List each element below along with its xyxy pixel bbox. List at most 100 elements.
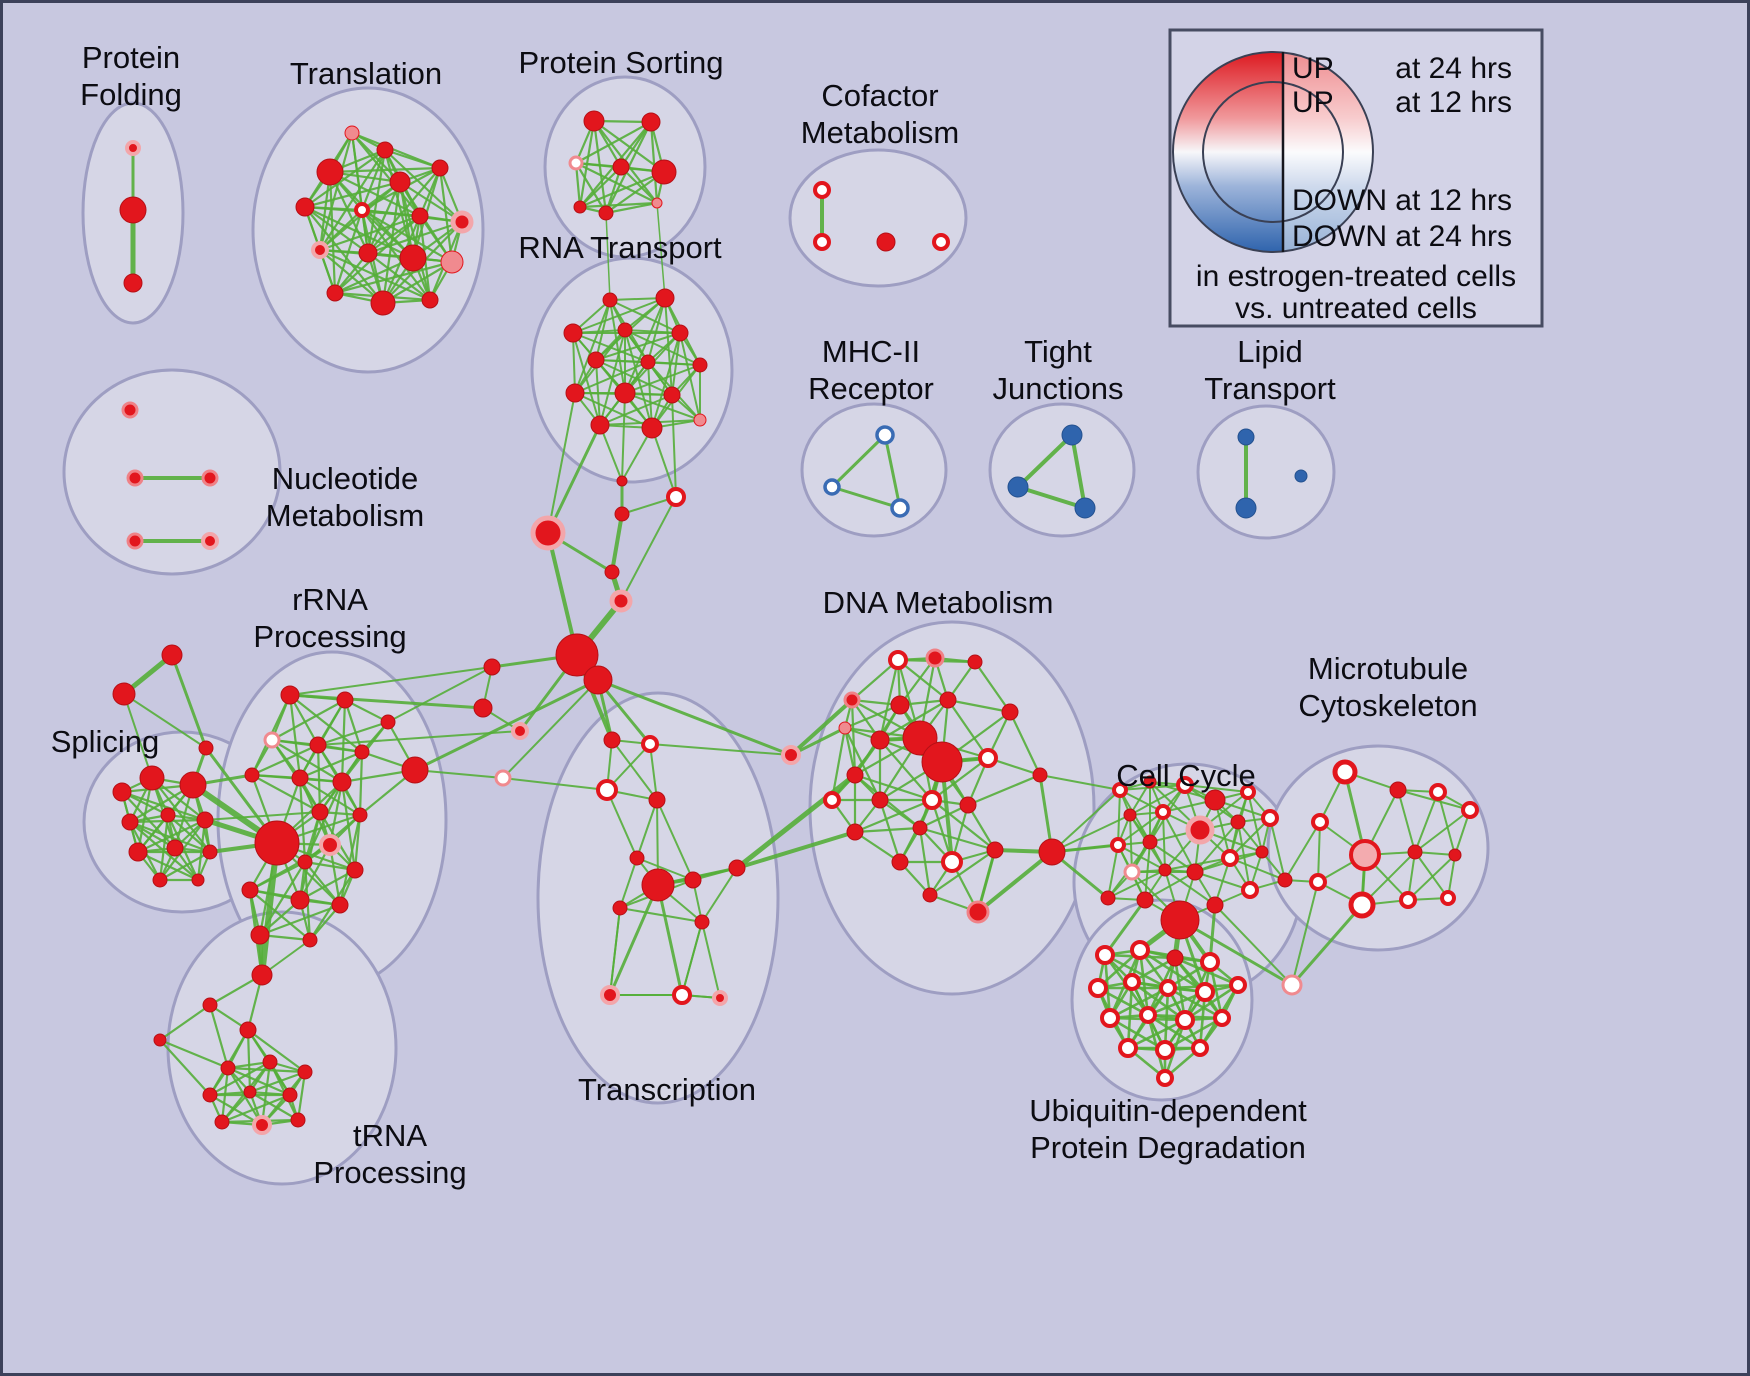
gene-node	[241, 881, 259, 899]
edge	[250, 773, 322, 814]
edge	[316, 720, 390, 747]
gene-node	[1195, 982, 1215, 1002]
gene-node	[598, 205, 614, 221]
gene-node	[838, 721, 852, 735]
gene-node	[332, 772, 352, 792]
gene-node	[421, 291, 439, 309]
cluster-label-microtubule-cytoskeleton: Microtubule	[1308, 651, 1468, 686]
gene-node	[1038, 838, 1066, 866]
edge	[1317, 821, 1321, 883]
gene-node	[1407, 844, 1423, 860]
legend-up-12-time: at 12 hrs	[1395, 86, 1512, 119]
gene-node	[473, 698, 493, 718]
edge	[204, 811, 321, 821]
gene-node	[126, 469, 144, 487]
gene-node	[888, 650, 908, 670]
edge	[1247, 791, 1263, 853]
edge	[649, 743, 658, 801]
gene-node	[202, 844, 218, 860]
edge	[1162, 811, 1166, 871]
edge	[896, 658, 950, 702]
edge	[599, 424, 623, 482]
cluster-label-trna-processing: Processing	[313, 1155, 466, 1190]
edge	[350, 131, 422, 218]
gene-node	[655, 288, 675, 308]
gene-node	[813, 181, 831, 199]
gene-node	[153, 1033, 167, 1047]
gene-node	[354, 202, 370, 218]
gene-node	[1311, 813, 1329, 831]
gene-node	[309, 736, 327, 754]
gene-node	[1332, 759, 1358, 785]
gene-node	[596, 779, 618, 801]
edge	[1229, 817, 1271, 859]
edge	[502, 777, 608, 791]
edge	[624, 329, 681, 334]
gene-node	[1349, 839, 1381, 871]
edge	[966, 803, 997, 852]
edge	[918, 803, 970, 830]
edge	[681, 921, 703, 996]
gene-node	[922, 790, 942, 810]
edge	[883, 433, 902, 510]
edge	[595, 332, 681, 361]
cluster-label-protein-folding: Protein	[82, 40, 180, 75]
edge	[1397, 789, 1416, 853]
gene-node	[251, 964, 273, 986]
gene-node	[1230, 814, 1246, 830]
gene-node	[126, 532, 144, 550]
gene-node	[331, 896, 349, 914]
gene-node	[603, 731, 621, 749]
edge	[358, 750, 364, 817]
edge	[1163, 1016, 1224, 1052]
gene-node	[352, 807, 368, 823]
edge	[438, 166, 454, 264]
gene-node	[978, 748, 998, 768]
gene-node	[602, 292, 618, 308]
edge	[318, 214, 422, 252]
cluster-label-nucleotide-metabolism: Metabolism	[266, 498, 425, 533]
gene-node	[587, 351, 605, 369]
edge	[850, 698, 857, 777]
gene-node	[198, 740, 214, 756]
gene-node	[1123, 808, 1137, 822]
edge	[850, 658, 900, 702]
gene-node	[712, 990, 728, 1006]
gene-node	[112, 682, 136, 706]
gene-node	[870, 730, 890, 750]
edge	[136, 850, 200, 882]
gene-node	[121, 401, 139, 419]
gene-node	[641, 735, 659, 753]
edge	[546, 423, 602, 535]
edge	[610, 512, 624, 574]
edge	[621, 392, 626, 482]
gene-node	[813, 233, 831, 251]
cluster-label-tight-junctions: Tight	[1024, 334, 1092, 369]
cluster-area-rna-transport	[530, 256, 734, 484]
edge	[636, 857, 694, 881]
edge	[735, 830, 857, 870]
cluster-label-nucleotide-metabolism: Nucleotide	[272, 461, 418, 496]
edge	[220, 1093, 292, 1124]
gene-node	[1281, 974, 1303, 996]
gene-node	[440, 250, 464, 274]
gene-node	[376, 141, 394, 159]
edge	[609, 907, 621, 996]
gene-node	[1399, 891, 1417, 909]
gene-node	[1123, 973, 1141, 991]
edge	[208, 1060, 272, 1097]
edge	[1407, 854, 1456, 901]
gene-node	[1074, 497, 1096, 519]
gene-node	[316, 158, 344, 186]
gene-node	[530, 515, 566, 551]
edge	[946, 698, 990, 760]
gene-node	[555, 633, 599, 677]
edge	[578, 170, 666, 209]
gene-node	[346, 861, 364, 879]
gene-node	[1095, 945, 1115, 965]
edge	[360, 148, 387, 212]
edge	[611, 739, 658, 801]
gene-node	[1221, 849, 1239, 867]
